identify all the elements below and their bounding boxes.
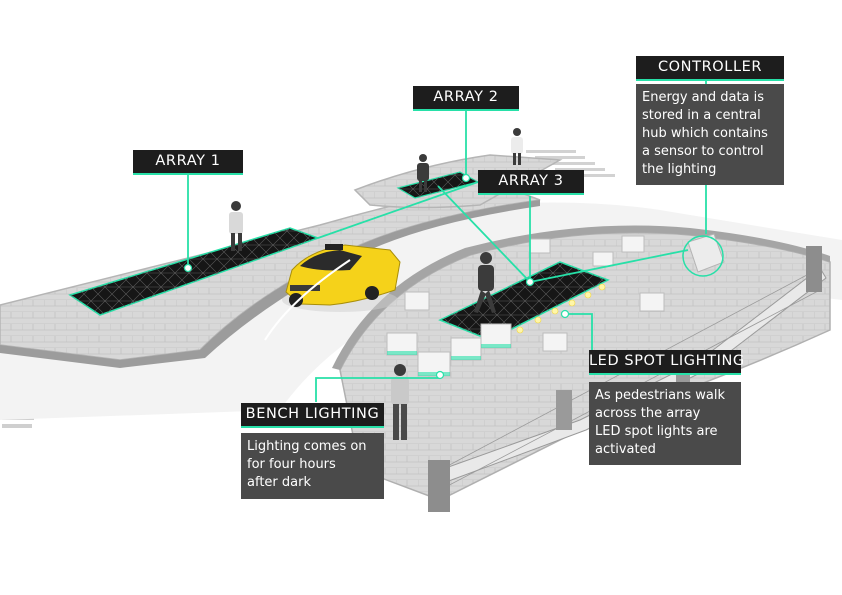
crosswalk-right [526, 150, 615, 177]
bench-description-line: for four hours [247, 457, 336, 472]
pedestrians [229, 128, 523, 440]
bench-description-line: after dark [247, 475, 311, 490]
controller-label: CONTROLLER [636, 56, 784, 81]
array-1-label: ARRAY 1 [133, 150, 243, 175]
bench-lighting-description: Lighting comes on for four hours after d… [241, 433, 384, 499]
bench-lighting-label: BENCH LIGHTING [241, 403, 384, 428]
led-description-line: As pedestrians walk [595, 388, 725, 403]
led-description-line: LED spot lights are [595, 424, 718, 439]
connector-dots [183, 173, 570, 380]
led-description-line: across the array [595, 406, 701, 421]
road-marking [264, 259, 351, 341]
controller-description-line: stored in a central [642, 108, 761, 123]
controller-description-line: hub which contains [642, 126, 768, 141]
array-3-label: ARRAY 3 [478, 170, 584, 195]
array-2-label: ARRAY 2 [413, 86, 519, 111]
array-3-panel [438, 261, 610, 341]
plaza [339, 231, 831, 501]
controller-description: Energy and data is stored in a central h… [636, 84, 784, 185]
controller-description-line: the lighting [642, 162, 717, 177]
bench-description-line: Lighting comes on [247, 439, 367, 454]
led-spot-lights [516, 283, 606, 334]
bench-cubes [386, 235, 665, 377]
controller-hub [682, 233, 725, 277]
led-spot-lighting-description: As pedestrians walk across the array LED… [589, 382, 741, 465]
led-description-line: activated [595, 442, 656, 457]
controller-description-line: Energy and data is [642, 90, 765, 105]
controller-description-line: a sensor to control [642, 144, 764, 159]
taxi [282, 244, 401, 312]
led-spot-lighting-label: LED SPOT LIGHTING [589, 350, 744, 375]
